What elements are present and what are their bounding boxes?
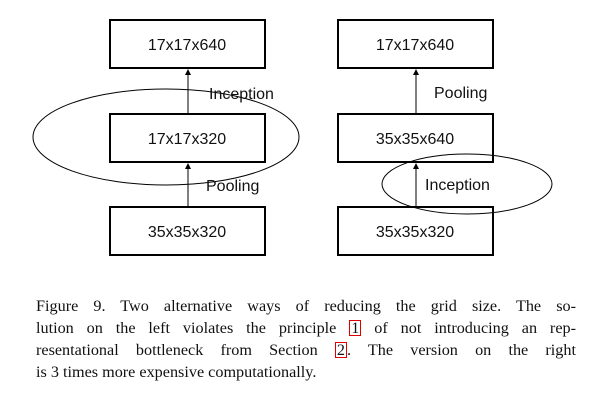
grid-reduction-diagram: 17x17x640 17x17x320 35x35x320 Inception … <box>32 19 553 256</box>
left-box-top-label: 17x17x640 <box>148 37 226 54</box>
caption-line-3-end: . The version on the right <box>346 341 576 359</box>
caption-line-3-start: resentational bottleneck from Section <box>36 341 335 359</box>
left-box-middle <box>109 113 266 163</box>
caption-line-4: is 3 times more expensive computationall… <box>36 363 317 381</box>
right-op-pooling: Pooling <box>434 85 487 102</box>
left-diagram: 17x17x640 17x17x320 35x35x320 Inception … <box>32 19 300 256</box>
left-box-middle-label: 17x17x320 <box>148 131 226 148</box>
right-diagram: 17x17x640 35x35x640 35x35x320 Pooling In… <box>337 19 553 256</box>
right-box-top <box>337 19 494 69</box>
right-box-bottom <box>337 206 494 256</box>
caption-line-1: Figure 9. Two alternative ways of reduci… <box>36 297 576 315</box>
caption-line-3: resentational bottleneck from Section 2.… <box>36 339 576 361</box>
principle-reference-link[interactable]: 1 <box>349 319 362 337</box>
figure-caption: Figure 9. Two alternative ways of reduci… <box>36 295 576 383</box>
right-op-inception: Inception <box>425 177 490 194</box>
left-box-bottom-label: 35x35x320 <box>148 224 226 241</box>
left-box-top <box>109 19 266 69</box>
right-inception-ellipse <box>381 153 553 215</box>
left-inception-ellipse <box>32 88 300 186</box>
left-op-pooling: Pooling <box>206 178 259 195</box>
right-box-middle-label: 35x35x640 <box>376 131 454 148</box>
right-box-top-label: 17x17x640 <box>376 37 454 54</box>
left-box-bottom <box>109 206 266 256</box>
caption-line-2-start: lution on the left violates the principl… <box>36 319 350 337</box>
caption-line-2: lution on the left violates the principl… <box>36 317 576 339</box>
caption-line-2-end: of not introducing an rep- <box>361 319 576 337</box>
right-box-bottom-label: 35x35x320 <box>376 224 454 241</box>
left-op-inception: Inception <box>209 86 274 103</box>
section-reference-link[interactable]: 2 <box>334 341 347 359</box>
